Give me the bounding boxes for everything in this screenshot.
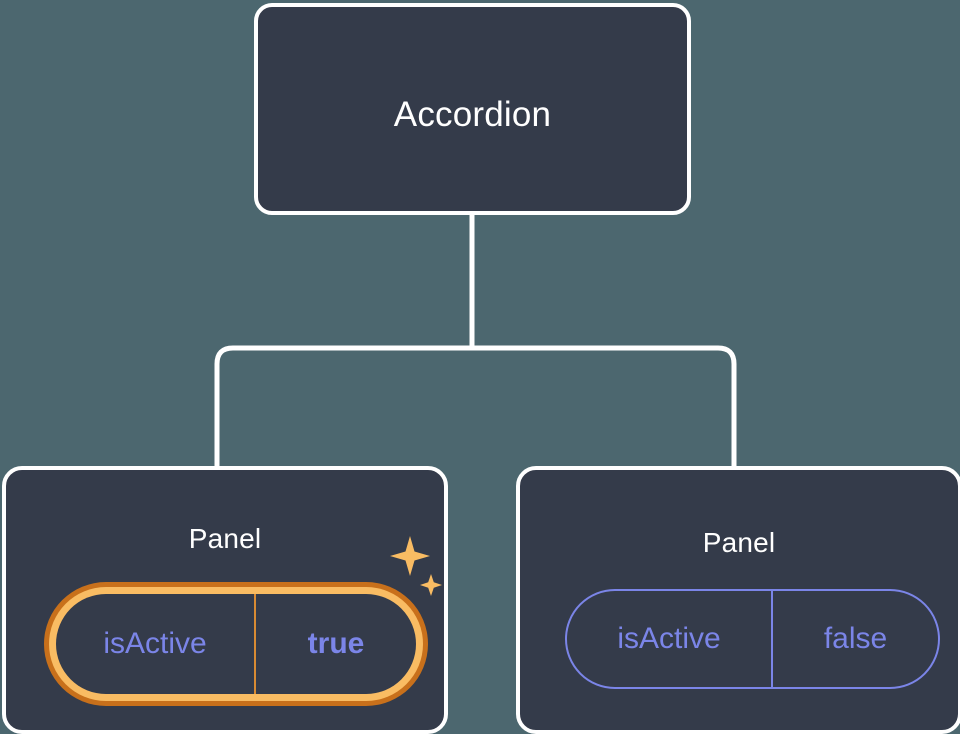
prop-pill-highlight-ring-inner: isActive true (49, 587, 423, 701)
node-panel-inactive-label: Panel (702, 527, 776, 558)
node-panel-inactive[interactable]: Panel isActive false (516, 466, 960, 734)
prop-pill-active[interactable]: isActive true (44, 582, 428, 706)
node-accordion[interactable]: Accordion (254, 3, 691, 215)
prop-pill-body: isActive false (565, 589, 940, 689)
node-panel-active[interactable]: Panel isActive true (2, 466, 448, 734)
prop-pill-body: isActive true (56, 594, 416, 694)
prop-key: isActive (103, 627, 207, 660)
prop-value: false (771, 591, 938, 687)
prop-key: isActive (617, 622, 721, 655)
node-accordion-label: Accordion (393, 95, 552, 134)
node-panel-active-label: Panel (188, 523, 262, 554)
prop-pill-highlight-ring-outer: isActive true (44, 582, 428, 706)
prop-pill-inactive[interactable]: isActive false (565, 589, 940, 689)
prop-value: true (254, 594, 416, 694)
